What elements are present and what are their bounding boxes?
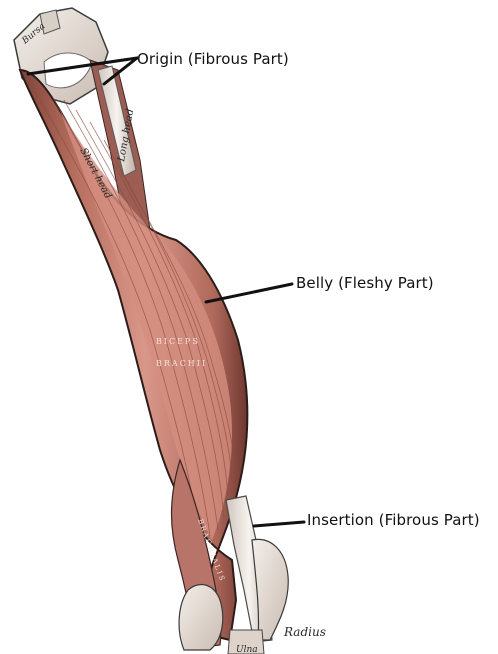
- belly-callout: Belly (Fleshy Part): [296, 274, 434, 292]
- ulna-label: Ulna: [236, 645, 258, 654]
- biceps-core: [60, 110, 232, 540]
- radius-label: Radius: [283, 625, 326, 639]
- biceps-label: BICEPS: [156, 337, 200, 346]
- brachii-label: BRACHII: [156, 359, 207, 368]
- origin-callout: Origin (Fibrous Part): [137, 50, 289, 68]
- insertion-callout: Insertion (Fibrous Part): [307, 511, 480, 529]
- insertion-leader-line: [254, 522, 304, 526]
